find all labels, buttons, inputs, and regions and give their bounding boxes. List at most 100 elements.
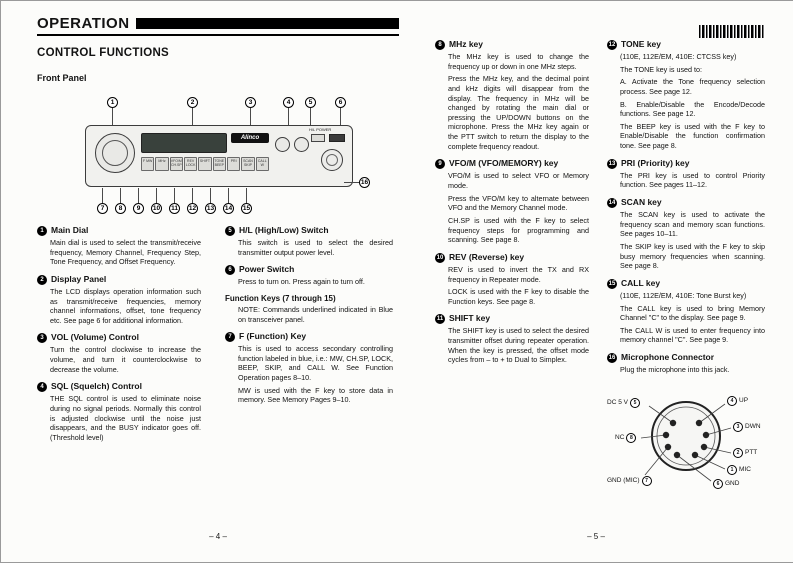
- pin-number: 7: [641, 475, 652, 486]
- item-paragraph: THE SQL control is used to eliminate noi…: [50, 394, 201, 442]
- right-page-column-2: 12 TONE key (110E, 112E/EM, 410E: CTCSS k…: [607, 39, 765, 490]
- callout-5: 5: [305, 97, 316, 108]
- item-paragraph: This switch is used to select the desire…: [238, 238, 393, 257]
- item-title: VOL (Volume) Control: [51, 332, 139, 343]
- item-title: MHz key: [449, 39, 484, 49]
- item-number-badge: 13: [607, 158, 617, 169]
- item-title: SCAN key: [621, 197, 662, 208]
- leader-line: [192, 108, 193, 125]
- leader-line: [344, 182, 359, 183]
- item-paragraph: (110E, 112E/EM, 410E: Tone Burst key): [620, 290, 747, 300]
- item-paragraph: The BEEP key is used with the F key to E…: [620, 121, 765, 151]
- item-paragraph: (110E, 112E/EM, 410E: CTCSS key): [620, 52, 737, 61]
- power-switch: [329, 134, 345, 142]
- leader-line: [102, 188, 103, 203]
- leader-line: [210, 188, 211, 203]
- item-paragraph: The TONE key is used to:: [620, 64, 703, 74]
- item-display-panel: 2 Display Panel The LCD displays operatio…: [37, 274, 201, 326]
- item-paragraph: LOCK is used with the F key to disable t…: [448, 287, 589, 306]
- leader-line: [192, 188, 193, 203]
- subsection-title: Front Panel: [37, 73, 87, 83]
- page-title: OPERATION: [37, 15, 130, 32]
- item-paragraph: Plug the microphone into this jack.: [620, 365, 730, 375]
- item-number-badge: 2: [37, 274, 47, 285]
- radio-button-vfom: VFO/M CH.SP: [169, 157, 183, 171]
- pin-number: 6: [713, 478, 723, 489]
- item-paragraph: Press the VFO/M key to alternate between…: [448, 193, 589, 213]
- item-number-badge: 12: [607, 40, 617, 50]
- item-paragraph: The CALL key is used to bring Memory Cha…: [620, 303, 765, 323]
- lcd-display: [141, 133, 227, 153]
- item-number-badge: 5: [225, 226, 235, 236]
- callout-7: 7: [97, 203, 108, 214]
- item-paragraph: REV is used to invert the TX and RX freq…: [448, 264, 589, 284]
- callout-6: 6: [335, 97, 346, 108]
- item-number-badge: 10: [435, 252, 445, 263]
- item-number-badge: 9: [435, 159, 445, 170]
- leader-line: [174, 188, 175, 203]
- item-title: Display Panel: [51, 273, 107, 284]
- item-paragraph: Main dial is used to select the transmit…: [50, 238, 201, 267]
- pin-number: 1: [727, 464, 737, 475]
- radio-button-mhz: MHz: [155, 157, 169, 171]
- callout-13: 13: [205, 203, 216, 214]
- hl-power-label: H/L POWER: [309, 127, 332, 132]
- item-paragraph: Press to turn on. Press again to turn of…: [238, 277, 365, 287]
- sql-knob: [294, 137, 309, 152]
- leader-line: [120, 188, 121, 203]
- note-text: NOTE: Commands underlined indicated in B…: [238, 304, 393, 324]
- brand-logo: Alinco: [231, 133, 269, 143]
- barcode: [699, 25, 765, 38]
- leader-line: [138, 188, 139, 203]
- item-title: TONE key: [621, 39, 662, 49]
- item-number-badge: 6: [225, 265, 235, 276]
- callout-8: 8: [115, 203, 126, 214]
- item-paragraph: MW is used with the F key to store data …: [238, 385, 393, 405]
- callout-14: 14: [223, 203, 234, 214]
- radio-button-tone: TONE BEEP: [212, 157, 226, 171]
- item-title: CALL key: [621, 277, 661, 288]
- function-button-row: F MW MHz VFO/M CH.SP REV LOCK SHIFT TONE…: [141, 157, 269, 171]
- item-number-badge: 16: [607, 353, 617, 364]
- item-number-badge: 1: [37, 226, 47, 236]
- item-paragraph: VFO/M is used to select VFO or Memory mo…: [448, 171, 589, 191]
- item-title: Main Dial: [51, 225, 89, 235]
- item-paragraph: Turn the control clockwise to increase t…: [50, 345, 201, 374]
- mic-connector-drawing: [640, 400, 732, 482]
- vol-knob: [275, 137, 290, 152]
- item-paragraph: A. Activate the Tone frequency selection…: [620, 77, 765, 96]
- radio-button-f: F MW: [141, 157, 155, 171]
- item-paragraph: B. Enable/Disable the Encode/Decode func…: [620, 99, 765, 119]
- item-number-badge: 7: [225, 332, 235, 343]
- item-main-dial: 1 Main Dial Main dial is used to select t…: [37, 225, 201, 267]
- item-paragraph: The SKIP key is used with the F key to s…: [620, 241, 765, 271]
- callout-3: 3: [245, 97, 256, 108]
- item-tone-key: 12 TONE key (110E, 112E/EM, 410E: CTCSS k…: [607, 39, 765, 151]
- item-paragraph: Press the MHz key, and the decimal point…: [448, 74, 589, 151]
- callout-4: 4: [283, 97, 294, 108]
- item-paragraph: The SCAN key is used to activate the fre…: [620, 210, 765, 239]
- hl-switch: [311, 134, 325, 142]
- item-title: SHIFT key: [449, 313, 491, 324]
- item-paragraph: The LCD displays operation information s…: [50, 286, 201, 325]
- item-paragraph: CH.SP is used with the F key to select f…: [448, 215, 589, 245]
- leader-line: [112, 108, 113, 125]
- leader-line: [246, 188, 247, 203]
- leader-line: [228, 188, 229, 203]
